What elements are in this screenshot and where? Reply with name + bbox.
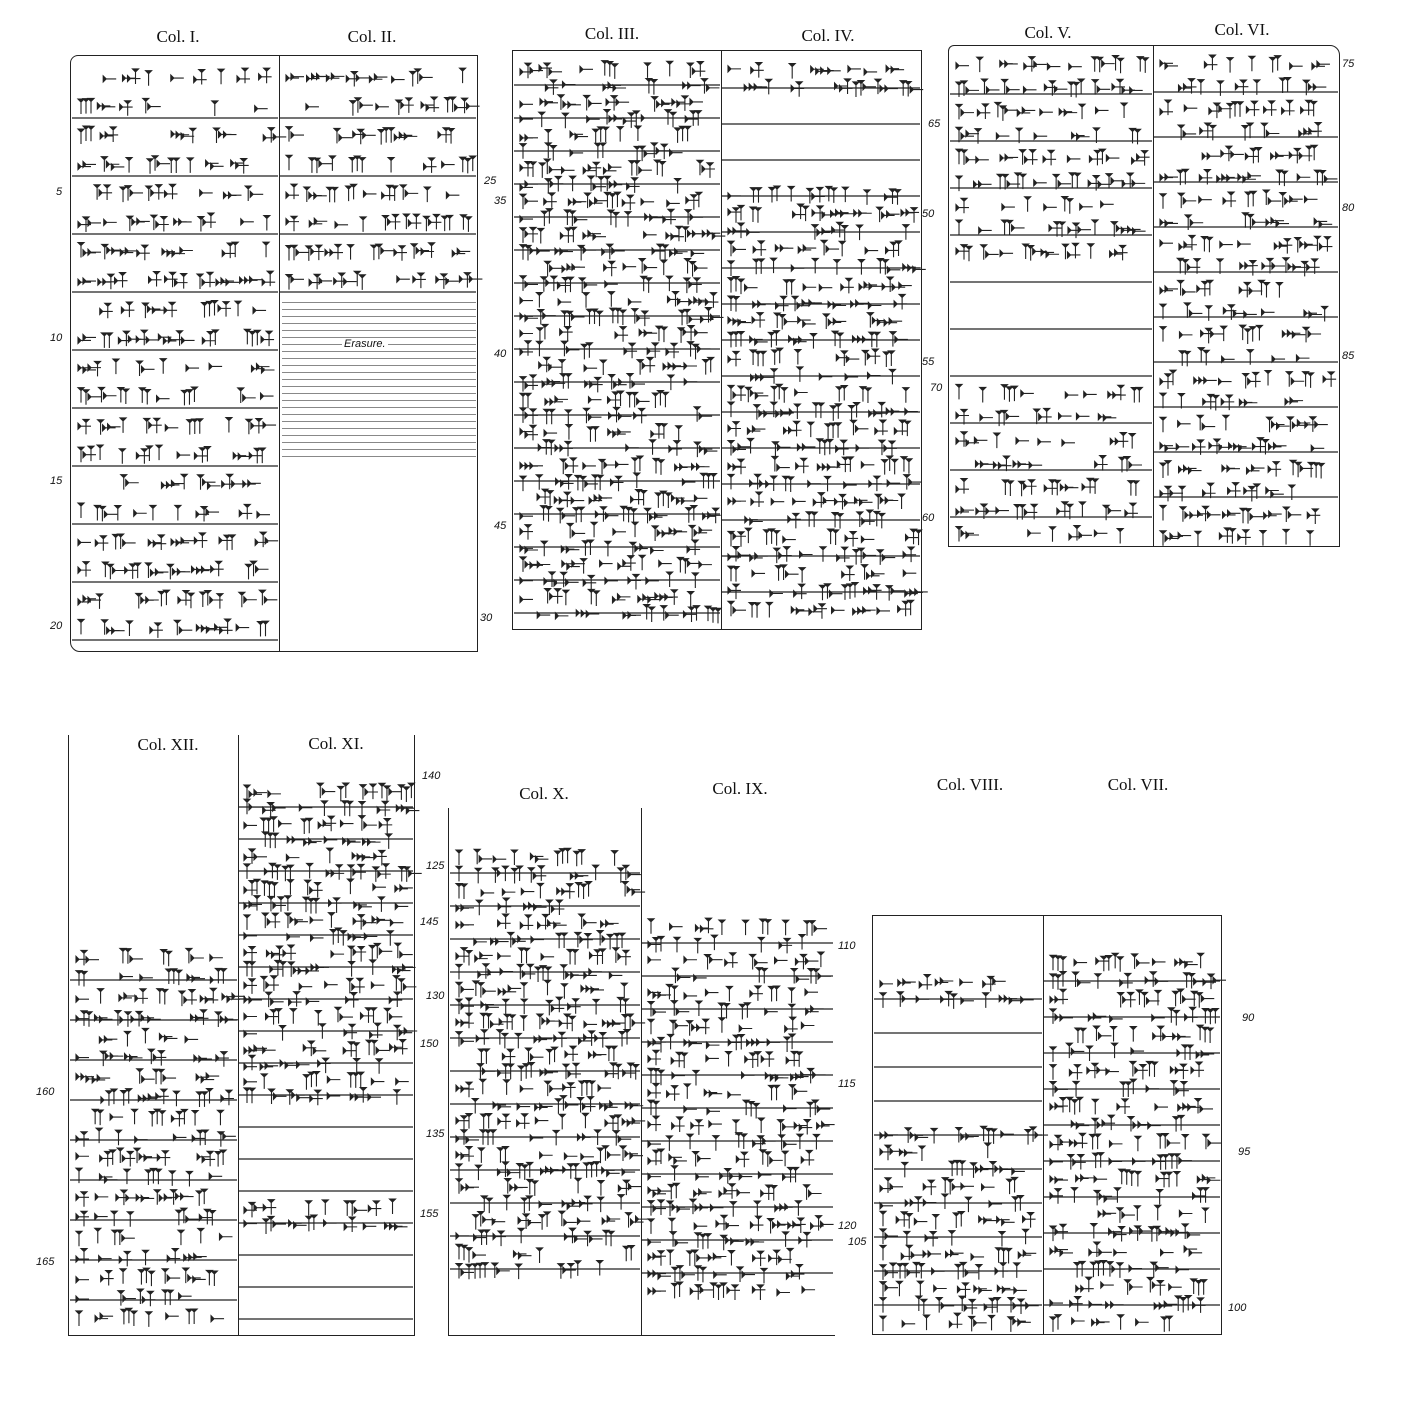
column-divider [1153, 46, 1154, 546]
tablet-obverse-3 [948, 45, 1340, 547]
line-number: 85 [1342, 350, 1355, 362]
column-label-xii: Col. XII. [137, 735, 199, 754]
column-label-iii: Col. III. [584, 24, 640, 43]
line-number: 150 [420, 1038, 439, 1050]
line-number: 5 [56, 186, 63, 198]
line-number: 100 [1228, 1302, 1247, 1314]
column-label-viii: Col. VIII. [936, 775, 1004, 794]
tablet-reverse-3 [872, 915, 1222, 1335]
column-label-vi: Col. VI. [1214, 20, 1270, 39]
line-number: 105 [848, 1236, 867, 1248]
line-number: 140 [422, 770, 441, 782]
column-divider [1043, 916, 1044, 1334]
column-divider [238, 735, 239, 1335]
line-number: 110 [838, 940, 856, 952]
line-number: 55 [922, 356, 935, 368]
line-number: 10 [50, 332, 63, 344]
line-number: 70 [930, 382, 943, 394]
column-label-vii: Col. VII. [1107, 775, 1169, 794]
line-number: 75 [1342, 58, 1355, 70]
column-divider [721, 51, 722, 629]
column-label-i: Col. I. [156, 27, 200, 46]
column-label-xi: Col. XI. [308, 734, 364, 753]
line-number: 80 [1342, 202, 1355, 214]
line-number: 130 [426, 990, 445, 1002]
line-number: 30 [480, 612, 493, 624]
line-number: 125 [426, 860, 445, 872]
tablet-reverse-2 [448, 808, 835, 1336]
line-number: 35 [494, 195, 507, 207]
line-number: 145 [420, 916, 439, 928]
line-number: 90 [1242, 1012, 1255, 1024]
column-label-v: Col. V. [1024, 23, 1072, 42]
tablet-obverse-2 [512, 50, 922, 630]
line-number: 135 [426, 1128, 445, 1140]
line-number: 95 [1238, 1146, 1251, 1158]
line-number: 25 [484, 175, 497, 187]
erasure-label: Erasure. [342, 338, 388, 350]
column-label-ix: Col. IX. [712, 779, 768, 798]
column-label-x: Col. X. [519, 784, 569, 803]
line-number: 160 [36, 1086, 55, 1098]
line-number: 60 [922, 512, 935, 524]
line-number: 50 [922, 208, 935, 220]
tablet-reverse-1 [68, 735, 415, 1336]
line-number: 120 [838, 1220, 857, 1232]
line-number: 155 [420, 1208, 439, 1220]
column-label-iv: Col. IV. [801, 26, 855, 45]
line-number: 65 [928, 118, 941, 130]
line-number: 45 [494, 520, 507, 532]
line-number: 15 [50, 475, 63, 487]
column-divider [279, 56, 280, 651]
line-number: 40 [494, 348, 507, 360]
column-divider [641, 808, 642, 1335]
line-number: 20 [50, 620, 63, 632]
line-number: 165 [36, 1256, 55, 1268]
line-number: 115 [838, 1078, 856, 1090]
erasure-area [282, 300, 476, 460]
column-label-ii: Col. II. [347, 27, 397, 46]
